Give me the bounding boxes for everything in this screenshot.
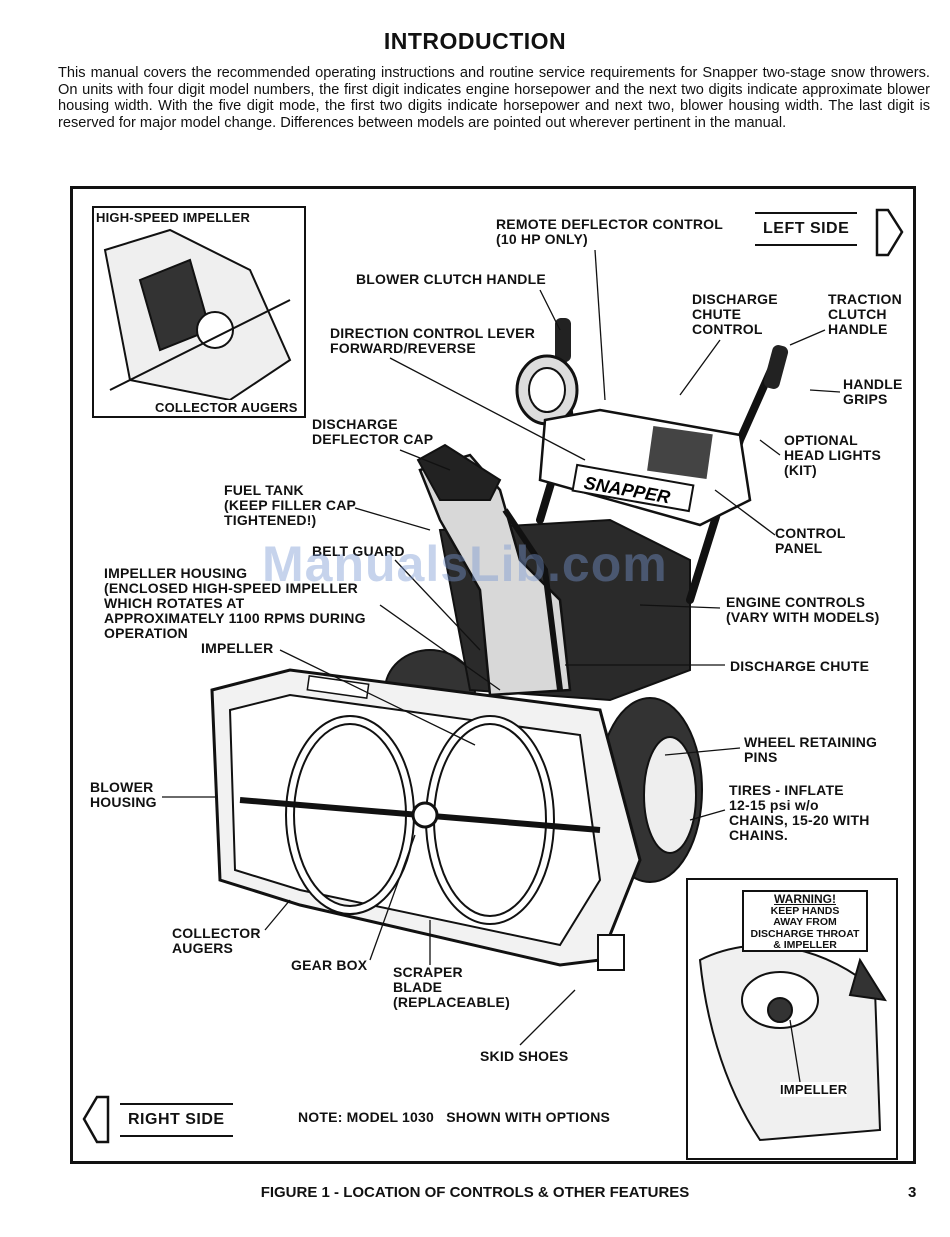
deflector-cap <box>416 443 502 501</box>
label-handle-grips: HANDLE GRIPS <box>843 376 903 407</box>
figure-frame <box>70 186 916 1164</box>
label-scraper-blade: SCRAPER BLADE (REPLACEABLE) <box>393 964 510 1010</box>
label-impeller-housing: IMPELLER HOUSING (ENCLOSED HIGH-SPEED IM… <box>104 565 366 641</box>
label-discharge-chute: DISCHARGE CHUTE <box>730 658 870 674</box>
model-note: NOTE: MODEL 1030 SHOWN WITH OPTIONS <box>298 1109 611 1125</box>
left-side-arrow-icon <box>875 208 904 257</box>
label-discharge-chute-control: DISCHARGE CHUTE CONTROL <box>692 291 778 337</box>
right-side-label: RIGHT SIDE <box>120 1103 233 1137</box>
inset-warning <box>686 878 898 1160</box>
traction-clutch-grip <box>763 345 789 389</box>
page-title: INTRODUCTION <box>383 28 567 54</box>
label-direction-control: DIRECTION CONTROL LEVER FORWARD/REVERSE <box>330 325 536 356</box>
label-head-lights: OPTIONAL HEAD LIGHTS (KIT) <box>784 432 882 478</box>
warning-text: KEEP HANDS AWAY FROM DISCHARGE THROAT & … <box>750 904 860 951</box>
label-fuel-tank: FUEL TANK (KEEP FILLER CAP TIGHTENED!) <box>224 482 357 528</box>
leader-lines <box>162 249 841 1083</box>
label-deflector-cap: DISCHARGE DEFLECTOR CAP <box>312 416 434 447</box>
label-traction-clutch: TRACTION CLUTCH HANDLE <box>828 291 902 337</box>
inset-augers-label: COLLECTOR AUGERS <box>155 400 298 415</box>
label-gear-box: GEAR BOX <box>291 957 368 973</box>
label-blower-clutch: BLOWER CLUTCH HANDLE <box>356 271 546 287</box>
label-collector-augers: COLLECTOR AUGERS <box>172 925 261 956</box>
label-tires: TIRES - INFLATE 12-15 psi w/o CHAINS, 15… <box>729 782 870 843</box>
warning-title: WARNING! <box>774 892 836 906</box>
watermark: ManualsLib.com <box>262 536 668 592</box>
label-engine-controls: ENGINE CONTROLS (VARY WITH MODELS) <box>726 594 880 625</box>
label-belt-guard: BELT GUARD <box>312 543 405 559</box>
control-panel <box>538 408 752 527</box>
label-control-panel: CONTROL PANEL <box>775 525 846 556</box>
intro-paragraph: This manual covers the recommended opera… <box>58 65 930 131</box>
right-side-arrow-icon <box>82 1095 110 1144</box>
left-side-label: LEFT SIDE <box>755 212 858 246</box>
label-blower-housing: BLOWER HOUSING <box>90 779 157 810</box>
inset-top-illustration <box>103 228 292 402</box>
inset-impeller-bottom-label: IMPELLER <box>780 1082 848 1097</box>
label-skid-shoes: SKID SHOES <box>480 1048 569 1064</box>
label-wheel-pins: WHEEL RETAINING PINS <box>744 734 878 765</box>
figure-caption: FIGURE 1 - LOCATION OF CONTROLS & OTHER … <box>260 1184 690 1201</box>
inset-impeller-label: HIGH-SPEED IMPELLER <box>96 210 251 225</box>
inset-high-speed-impeller <box>92 206 306 418</box>
label-remote-deflector: REMOTE DEFLECTOR CONTROL (10 HP ONLY) <box>496 216 723 247</box>
page-number: 3 <box>908 1184 917 1201</box>
warning-box: WARNING! KEEP HANDS AWAY FROM DISCHARGE … <box>742 890 868 952</box>
label-impeller: IMPELLER <box>201 640 274 656</box>
